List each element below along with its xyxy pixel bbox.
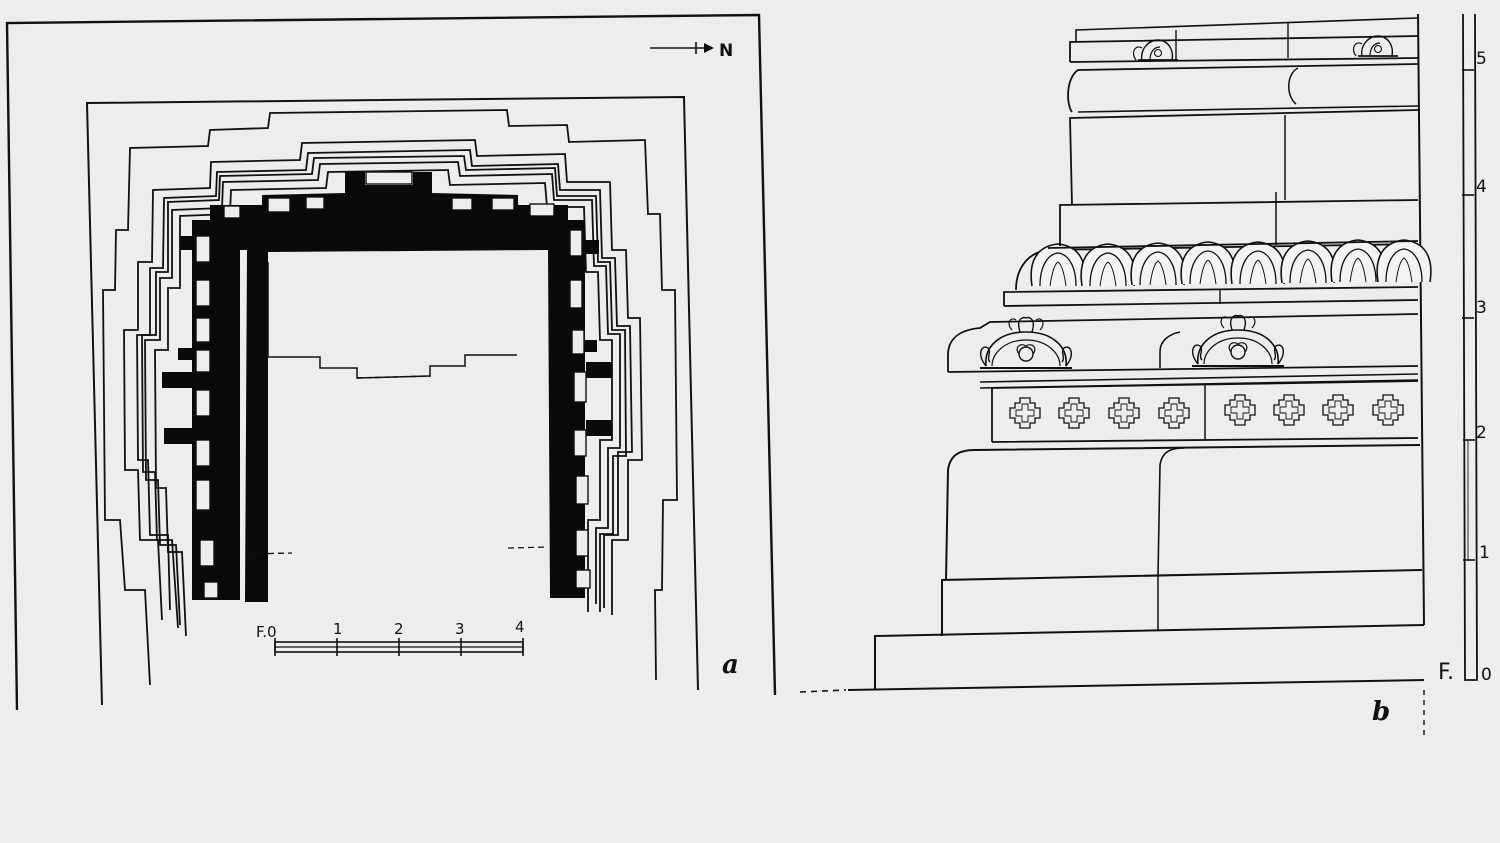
elevation-scale-tick-1: 1 — [1479, 543, 1490, 563]
elevation-scale-labels: F. 0 1 2 3 4 5 — [1438, 49, 1492, 685]
plan-scale-tick-4: 4 — [515, 618, 525, 636]
north-label: N — [719, 41, 733, 61]
elevation-panel-label: b — [1372, 697, 1390, 727]
elevation-drawing — [799, 13, 1478, 735]
plan-drawing: N F.0 1 2 3 4 a — [5, 13, 777, 711]
plan-moulding-outlines — [102, 109, 678, 686]
elevation-scale-bar — [1462, 13, 1478, 681]
plan-outer-frame — [5, 13, 777, 711]
elevation-scale-tick-0: 0 — [1481, 665, 1492, 685]
plan-scale-bar: F.0 1 2 3 4 — [256, 618, 525, 656]
plan-wall-projections — [162, 180, 612, 444]
plan-inner-frame — [85, 95, 699, 706]
plan-scale-tick-3: 3 — [455, 620, 465, 638]
elevation-scale-tick-3: 3 — [1476, 298, 1487, 318]
plan-scale-tick-2: 2 — [394, 620, 404, 638]
north-arrow: N — [650, 41, 733, 61]
plan-wall-notches — [195, 171, 591, 599]
elevation-scale-origin-letter: F. — [1438, 660, 1454, 685]
elevation-scale-tick-5: 5 — [1476, 49, 1487, 69]
plan-scale-origin: F.0 — [256, 623, 277, 641]
plan-panel-label: a — [722, 650, 739, 680]
elevation-scale-tick-2: 2 — [1476, 423, 1487, 443]
plan-scale-tick-1: 1 — [333, 620, 343, 638]
elevation-scale-tick-4: 4 — [1476, 177, 1487, 197]
plan-wall-solid — [192, 172, 585, 602]
plan-inner-room-outline — [267, 262, 517, 379]
